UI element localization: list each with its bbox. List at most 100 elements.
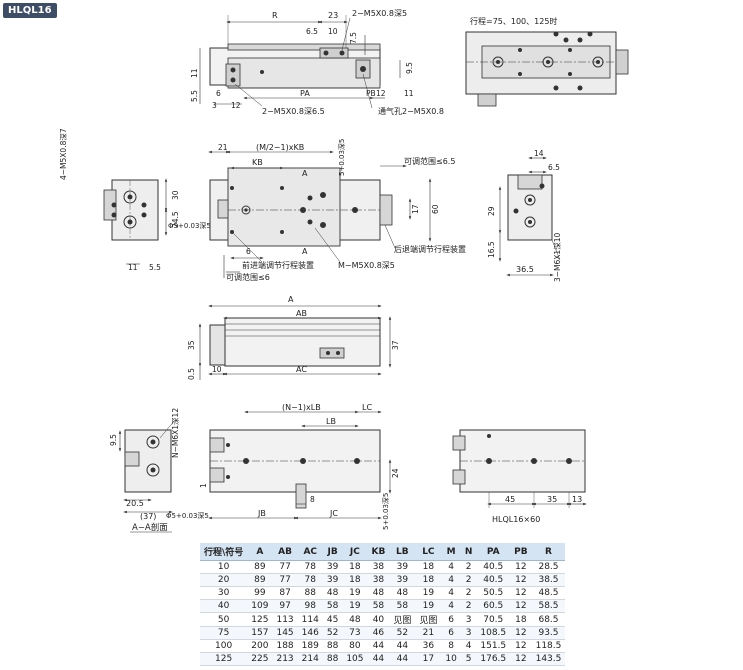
table-cell: 58 <box>367 599 390 613</box>
dim-17: 17 <box>411 204 420 214</box>
dim-n-lb: (N−1)xLB <box>282 403 321 412</box>
table-cell: 125 <box>247 612 273 627</box>
range-bottom-label: 可调范围≤6 <box>226 272 270 282</box>
table-cell: 48 <box>322 586 343 600</box>
table-header-cell: PB <box>510 543 532 561</box>
table-cell: 20 <box>200 573 248 587</box>
table-cell: 44 <box>389 652 416 666</box>
table-cell: 200 <box>247 639 273 653</box>
table-header-cell: KB <box>367 543 390 561</box>
table-cell: 2 <box>460 573 477 587</box>
table-cell: 100 <box>200 639 248 653</box>
table-cell: 18 <box>415 573 442 587</box>
table-header-cell: LC <box>415 543 442 561</box>
stroke-view-title: 行程=75、100、125时 <box>470 16 557 26</box>
table-cell: 118.5 <box>531 639 566 653</box>
dim-10-mid: 10 <box>212 365 222 374</box>
table-cell: 188 <box>272 639 298 653</box>
table-cell: 28.5 <box>531 560 566 574</box>
left-view: 4−M5X0.8深7 30 24.5 11 5.5 <box>59 128 180 272</box>
model-badge: HLQL16 <box>3 3 57 18</box>
table-cell: 44 <box>389 639 416 653</box>
right-tap-label: 3−M6X1深10 <box>553 233 562 282</box>
table-cell: 98 <box>297 599 323 613</box>
left-tap-label: 4−M5X0.8深7 <box>59 128 68 180</box>
table-cell: 39 <box>389 573 416 587</box>
top-view: R 23 6.5 10 2−M5X0.8深5 7.5 11 5.5 6 3 12… <box>190 9 444 116</box>
table-cell: 225 <box>247 652 273 666</box>
table-cell: 80 <box>342 639 368 653</box>
table-cell: 6 <box>441 626 461 640</box>
dim-lb: LB <box>326 417 336 426</box>
table-cell: 6 <box>441 612 461 627</box>
dim-6-5: 6.5 <box>306 27 318 36</box>
vent-label: 通气孔2−M5X0.8 <box>378 106 444 116</box>
dim-12b: 12 <box>376 89 386 98</box>
dim-14: 14 <box>534 149 544 158</box>
table-cell: 19 <box>342 599 368 613</box>
table-cell: 176.5 <box>476 652 511 666</box>
table-header-cell: JB <box>322 543 343 561</box>
dim-20-5: 20.5 <box>126 499 144 508</box>
small-tap-label: 5+0.03深5 <box>337 139 346 176</box>
table-cell: 214 <box>297 652 323 666</box>
table-cell: 52 <box>322 626 343 640</box>
table-cell: 18 <box>510 612 532 627</box>
table-cell: 12 <box>510 560 532 574</box>
table-cell: 2 <box>460 586 477 600</box>
table-cell: 17 <box>415 652 442 666</box>
table-cell: 2 <box>460 599 477 613</box>
table-cell: 8 <box>441 639 461 653</box>
technical-drawing: R 23 6.5 10 2−M5X0.8深5 7.5 11 5.5 6 3 12… <box>59 9 629 533</box>
table-cell: 113 <box>272 612 298 627</box>
table-cell: 77 <box>272 560 298 574</box>
table-cell: 21 <box>415 626 442 640</box>
table-cell: 30 <box>200 586 248 600</box>
dim-13: 13 <box>572 495 582 504</box>
table-cell: 213 <box>272 652 298 666</box>
middle-view: A AB AC 10 35 37 0.5 <box>187 295 400 380</box>
table-cell: 44 <box>367 652 390 666</box>
table-cell: 143.5 <box>531 652 566 666</box>
dim-lc: LC <box>362 403 372 412</box>
left-hole-label: Φ5+0.03深5 <box>168 221 211 230</box>
table-cell: 40 <box>367 612 390 627</box>
table-cell: 18 <box>342 573 368 587</box>
table-header-cell: 行程\符号 <box>200 543 248 561</box>
table-cell: 12 <box>510 586 532 600</box>
table-header-cell: JC <box>342 543 368 561</box>
table-cell: 78 <box>297 560 323 574</box>
dim-6: 6 <box>216 89 221 98</box>
table-cell: 4 <box>441 586 461 600</box>
table-cell: 99 <box>247 586 273 600</box>
dim-8: 8 <box>310 495 315 504</box>
table-cell: 44 <box>367 639 390 653</box>
table-cell: 39 <box>322 560 343 574</box>
table-header-cell: AC <box>297 543 323 561</box>
table-cell: 19 <box>415 586 442 600</box>
dim-5-5-left: 5.5 <box>149 263 161 272</box>
table-cell: 4 <box>441 573 461 587</box>
table-cell: 12 <box>510 573 532 587</box>
table-cell: 88 <box>322 652 343 666</box>
dim-37p: (37) <box>140 512 156 521</box>
dim-35: 35 <box>187 340 196 350</box>
table-cell: 108.5 <box>476 626 511 640</box>
section-caption: A−A剖面 <box>132 522 168 533</box>
dim-29: 29 <box>487 206 496 216</box>
table-header-cell: R <box>531 543 566 561</box>
dim-24-5: 24.5 <box>171 211 180 228</box>
table-cell: 157 <box>247 626 273 640</box>
table-cell: 125 <box>200 652 248 666</box>
dim-9-5-sec: 9.5 <box>109 434 118 446</box>
dim-6-front: 6 <box>246 247 251 256</box>
table-cell: 10 <box>441 652 461 666</box>
table-cell: 58 <box>322 599 343 613</box>
top-tap-label: 2−M5X0.8深5 <box>352 9 407 18</box>
table-header-cell: A <box>247 543 273 561</box>
table-cell: 60.5 <box>476 599 511 613</box>
